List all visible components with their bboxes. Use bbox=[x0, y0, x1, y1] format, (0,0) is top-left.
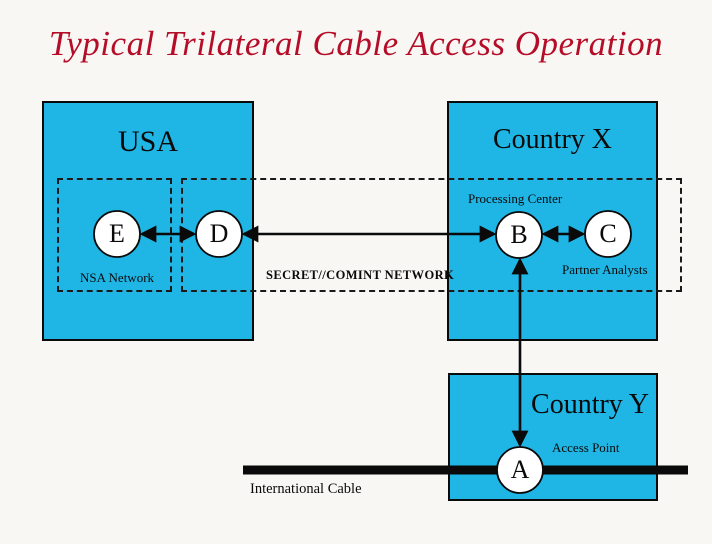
processing-center-label: Processing Center bbox=[468, 191, 563, 206]
usa-region-label: USA bbox=[117, 125, 178, 158]
slide-title: Typical Trilateral Cable Access Operatio… bbox=[48, 24, 664, 63]
node-c-label: C bbox=[599, 219, 617, 248]
secret-comint-network-label: SECRET//COMINT NETWORK bbox=[266, 268, 455, 282]
access-point-label: Access Point bbox=[552, 440, 620, 455]
node-e-label: E bbox=[109, 219, 125, 248]
nsa-network-label: NSA Network bbox=[80, 270, 155, 285]
international-cable-label: International Cable bbox=[250, 481, 362, 497]
country-y-region-label: Country Y bbox=[531, 389, 649, 420]
node-a-label: A bbox=[510, 455, 530, 484]
partner-analysts-label: Partner Analysts bbox=[562, 262, 648, 277]
node-b-label: B bbox=[510, 220, 528, 249]
country-x-region-label: Country X bbox=[493, 124, 612, 155]
node-d-label: D bbox=[209, 219, 229, 248]
country-y-region-box: Country Y bbox=[448, 373, 658, 501]
